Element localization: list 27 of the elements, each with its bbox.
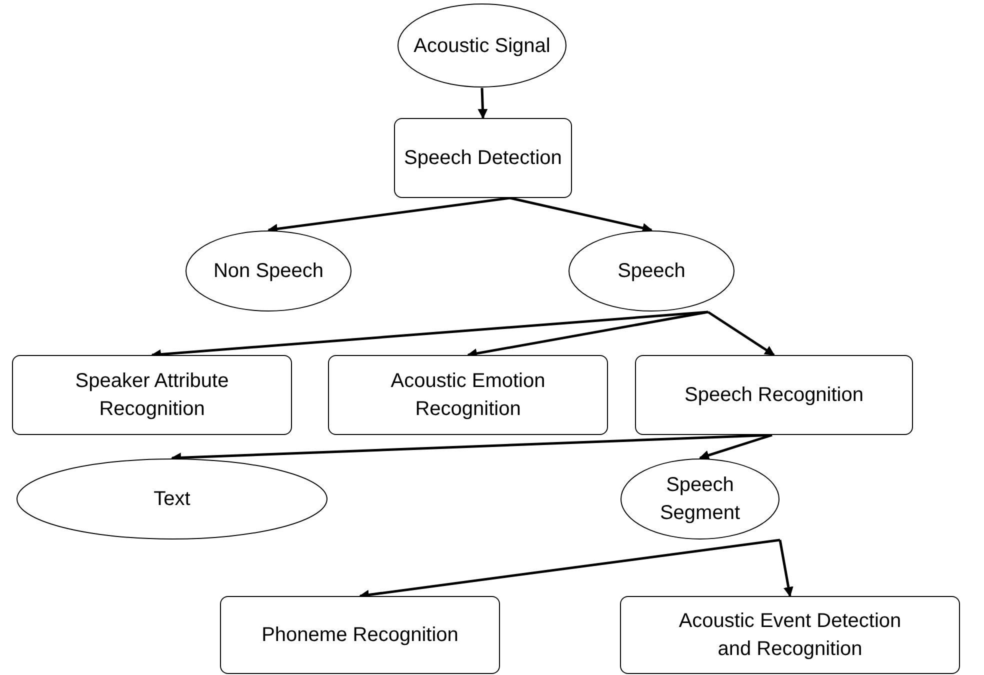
node-label: Acoustic Signal [414,34,550,58]
process-box [12,355,292,435]
arrow [778,540,794,597]
node-label: Non Speech [213,259,324,284]
ellipse-node [568,230,735,312]
arrow [478,88,488,119]
ellipse-node [397,3,567,88]
arrow [699,434,772,460]
node-label: Speaker Attribute Recognition [74,369,230,422]
arrow [707,310,775,356]
node-label: Speech Recognition [684,383,864,408]
process-box [394,118,572,198]
node-label: Speech Detection [404,146,562,171]
process-box [635,355,913,435]
node-label: Speech [618,259,686,284]
node-label: Text [154,487,190,512]
ellipse-node [620,458,780,540]
process-box [620,596,960,674]
ellipse-node [16,458,328,540]
process-box [328,355,608,435]
ellipse-node [185,230,352,312]
arrow [510,196,652,233]
node-label: Acoustic Event Detection and Recognition [678,609,902,662]
process-box [220,596,500,674]
node-label: Speech Segment [658,473,742,526]
node-label: Acoustic Emotion Recognition [390,369,546,422]
node-label: Phoneme Recognition [262,623,458,648]
